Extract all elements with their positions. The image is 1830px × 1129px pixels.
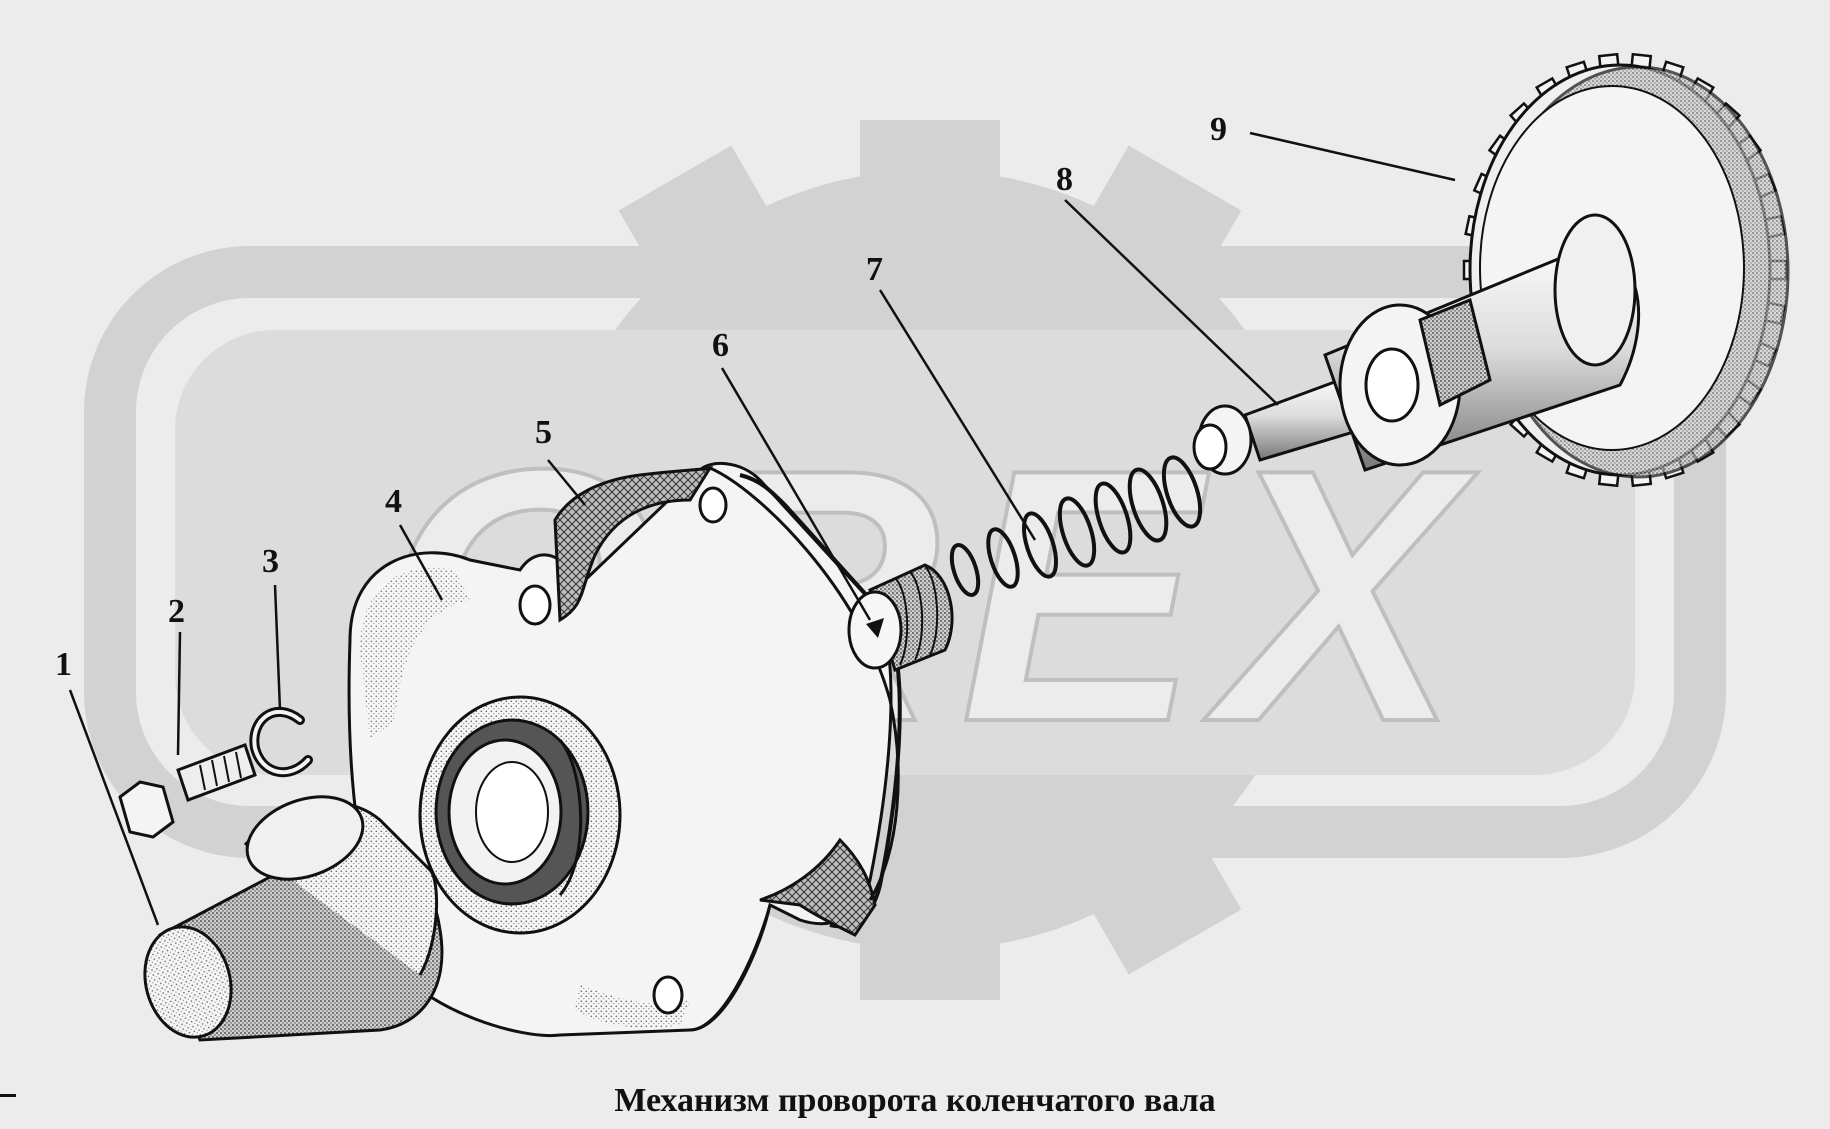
bolt-hole-icon (518, 584, 552, 626)
callout-2: 2 (168, 593, 185, 630)
leader-lines (68, 131, 1456, 926)
gasket (553, 465, 900, 937)
cap (143, 795, 444, 1042)
callout-8: 8 (1056, 161, 1073, 198)
callout-3: 3 (262, 543, 279, 580)
callout-4: 4 (385, 483, 402, 520)
callout-5: 5 (535, 414, 552, 451)
spring-washer (249, 706, 313, 778)
callout-6: 6 (712, 327, 729, 364)
callout-9: 9 (1210, 111, 1227, 148)
diagram-caption: Механизм проворота коленчатого вала (614, 1082, 1216, 1119)
coil-spring (949, 455, 1203, 597)
callout-1: 1 (55, 646, 72, 683)
bolt-hole-icon (698, 486, 728, 524)
bolt-hole-icon (652, 975, 684, 1015)
callout-7: 7 (866, 251, 883, 288)
edge-dash (0, 1094, 16, 1097)
shaft (1192, 378, 1363, 476)
callouts: 1 2 3 4 5 6 7 8 9 (55, 111, 1227, 683)
gear-assembly (1323, 52, 1790, 488)
pinion-gear (1338, 297, 1492, 467)
flange-housing (347, 461, 902, 1038)
large-gear (1462, 52, 1790, 488)
bolt (118, 743, 257, 839)
watermark-frame (84, 246, 1726, 858)
screw-plug (847, 563, 954, 672)
